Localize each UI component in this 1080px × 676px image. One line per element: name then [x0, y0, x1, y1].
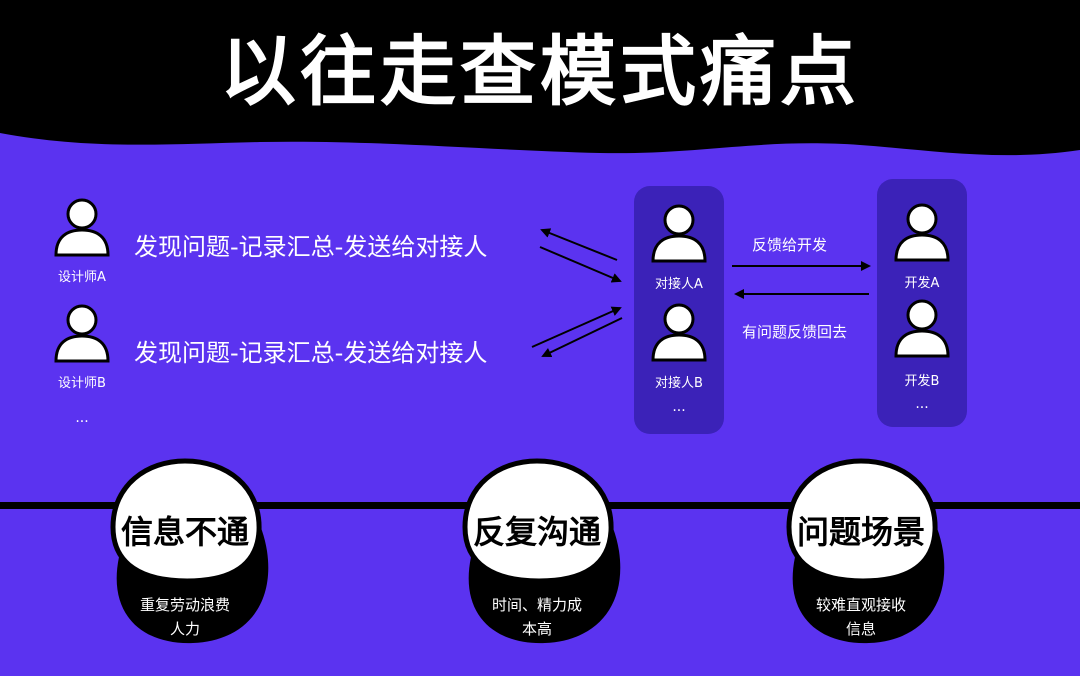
- liaison-a-label: 对接人A: [655, 277, 703, 292]
- developer-a-label: 开发A: [904, 276, 940, 291]
- pain-point-title: 反复沟通: [472, 513, 601, 551]
- liaison-b-label: 对接人B: [655, 376, 703, 391]
- pain-point-desc: 重复劳动浪费人力: [139, 596, 230, 638]
- liaisons-more: ...: [672, 399, 686, 415]
- pain-point-desc: 较难直观接收信息: [815, 596, 906, 638]
- designer-b-label: 设计师B: [58, 376, 106, 391]
- designer-b-avatar: [53, 303, 111, 365]
- developer-b-label: 开发B: [904, 374, 940, 389]
- person-icon: [894, 203, 950, 262]
- designer-a-flow: 发现问题-记录汇总-发送给对接人: [134, 233, 488, 261]
- person-icon: [894, 299, 950, 358]
- arrow-liaison-to-designer-b: [541, 317, 623, 358]
- pain-point-2: 反复沟通 时间、精力成本高: [451, 455, 623, 647]
- page-title: 以往走查模式痛点: [220, 27, 860, 116]
- arrow-designer-a-to-liaison: [539, 246, 622, 283]
- pain-point-desc: 时间、精力成本高: [491, 596, 582, 638]
- designer-a-label: 设计师A: [58, 270, 106, 285]
- person-icon: [54, 304, 110, 363]
- designer-a-avatar: [53, 197, 111, 259]
- header-band: [0, 0, 1080, 156]
- designers-more: ...: [75, 410, 89, 426]
- pain-point-1: 信息不通 重复劳动浪费人力: [99, 455, 271, 647]
- liaison-b-avatar: [650, 302, 708, 364]
- developers-more: ...: [915, 396, 929, 412]
- pain-point-title: 信息不通: [120, 513, 249, 551]
- designer-b-flow: 发现问题-记录汇总-发送给对接人: [134, 339, 488, 367]
- arrow-designer-b-to-liaison: [531, 306, 622, 348]
- developer-a-avatar: [893, 202, 951, 264]
- person-icon: [651, 204, 707, 263]
- pain-point-title: 问题场景: [796, 513, 925, 551]
- arrow-label-to-developer: 反馈给开发: [752, 236, 828, 254]
- pain-point-3: 问题场景 较难直观接收信息: [775, 455, 947, 647]
- arrow-liaison-to-designer-a: [540, 228, 618, 261]
- person-icon: [54, 198, 110, 257]
- liaison-a-avatar: [650, 203, 708, 265]
- person-icon: [651, 303, 707, 362]
- developer-b-avatar: [893, 298, 951, 360]
- arrow-label-back: 有问题反馈回去: [742, 323, 848, 341]
